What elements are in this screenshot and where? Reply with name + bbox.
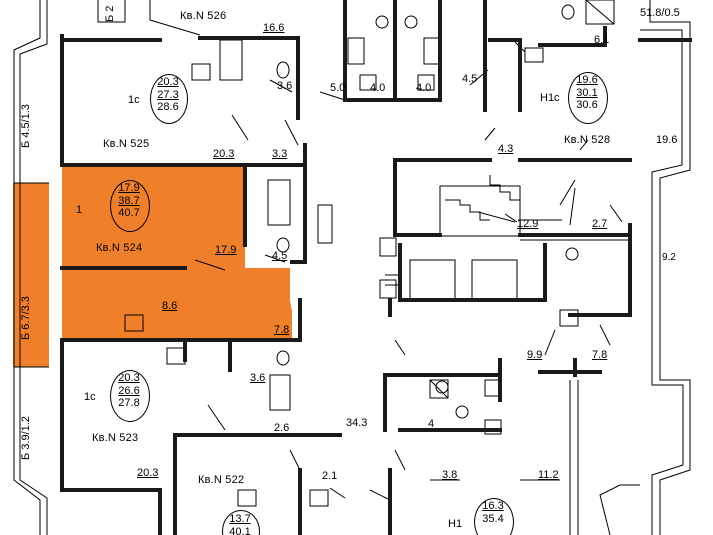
apartment-522-areas: 13.7 40.1	[222, 513, 258, 535]
apartment-se-type: Н1	[448, 518, 463, 530]
room-area-3.6-b: 3.6	[250, 372, 266, 384]
room-area-9.9: 9.9	[527, 349, 543, 361]
balcony-area-51.8: 51.8/0.5	[640, 7, 680, 19]
room-area-4.5: 4.5	[462, 73, 478, 85]
room-area-17.9: 17.9	[215, 244, 237, 256]
apartment-528-living-area: 19.6	[576, 74, 598, 86]
room-area-20.3: 20.3	[213, 148, 235, 160]
apartment-523-total-area: 26.6	[118, 384, 140, 397]
room-area-4.0-b: 4.0	[416, 82, 432, 94]
apartment-se-areas: 16.3 35.4	[474, 500, 512, 525]
room-area-2.7: 2.7	[592, 218, 608, 230]
apartment-523-name: Кв.N 523	[92, 432, 139, 444]
balcony-label-3.9: Б 3.9/1.2	[20, 416, 32, 460]
room-area-19.6: 19.6	[656, 134, 678, 146]
apartment-528-areas: 19.6 30.1 30.6	[568, 74, 606, 112]
apartment-525-living-area: 20.3	[157, 76, 179, 88]
apartment-528-gross-area: 30.6	[576, 99, 598, 111]
room-area-3.6: 3.6	[277, 80, 293, 92]
apartment-522-total-area: 40.1	[229, 525, 251, 535]
room-area-8.6: 8.6	[162, 300, 178, 312]
room-area-3.8: 3.8	[442, 469, 458, 481]
apartment-524-name: Кв.N 524	[96, 242, 143, 254]
room-area-7.8-b: 7.8	[592, 349, 608, 361]
apartment-528-total-area: 30.1	[576, 86, 598, 99]
room-area-34.3: 34.3	[346, 417, 368, 429]
apartment-525-type: 1с	[128, 94, 140, 106]
apartment-525-gross-area: 28.6	[157, 101, 179, 113]
apartment-524-areas-oval	[110, 180, 150, 232]
apartment-528-type: Н1с	[540, 92, 560, 104]
apartment-525-areas: 20.3 27.3 28.6	[150, 76, 186, 114]
room-area-4.5-b: 4.5	[272, 250, 288, 262]
balcony-label-6.7: Б 6.7/3.3	[20, 296, 32, 340]
apartment-522-living-area: 13.7	[229, 513, 251, 525]
room-area-4: 4	[428, 418, 435, 430]
room-area-20.3-b: 20.3	[137, 467, 159, 479]
apartment-524-gross-area: 40.7	[118, 207, 140, 219]
room-area-16.6: 16.6	[263, 22, 285, 34]
apartment-526-name: Кв.N 526	[180, 10, 227, 22]
balcony-524-highlight	[13, 183, 49, 367]
apartment-525-name: Кв.N 525	[103, 138, 150, 150]
room-area-5.0: 5.0	[330, 82, 346, 94]
room-area-11.2: 11.2	[538, 469, 559, 481]
apartment-523-type: 1с	[84, 391, 96, 403]
apartment-se-living-area: 16.3	[482, 500, 504, 512]
apartment-524-total-area: 38.7	[118, 194, 140, 207]
apartment-528-areas-oval	[568, 72, 608, 124]
apartment-524-areas: 17.9 38.7 40.7	[110, 182, 148, 220]
room-area-3.3: 3.3	[272, 148, 288, 160]
apartment-528-name: Кв.N 528	[564, 134, 611, 146]
apartment-se-total-area: 35.4	[482, 512, 504, 525]
apartment-525-areas-oval	[150, 74, 188, 124]
apartment-525-total-area: 27.3	[157, 88, 179, 101]
room-area-2.1: 2.1	[322, 470, 338, 482]
room-area-9.2: 9.2	[662, 252, 676, 263]
apartment-524-rooms: 1	[76, 204, 83, 216]
room-area-2.6: 2.6	[274, 422, 290, 434]
apartment-522-name: Кв.N 522	[198, 474, 245, 486]
apartment-523-areas-oval	[110, 370, 150, 422]
balcony-label-4.5: Б 4.5/1.3	[20, 104, 32, 148]
apartment-523-areas: 20.3 26.6 27.8	[110, 372, 148, 410]
apartment-524-living-area: 17.9	[118, 182, 140, 194]
apartment-se-areas-oval	[474, 498, 514, 535]
room-area-12.9: 12.9	[517, 218, 539, 230]
balcony-label-2: Б 2	[104, 5, 116, 22]
apartment-523-gross-area: 27.8	[118, 397, 140, 409]
room-area-7.8: 7.8	[274, 324, 290, 336]
room-area-4.3: 4.3	[498, 143, 514, 155]
room-area-6.1: 6.1	[594, 34, 610, 46]
room-area-4.0-a: 4.0	[370, 82, 386, 94]
apartment-523-living-area: 20.3	[118, 372, 140, 384]
